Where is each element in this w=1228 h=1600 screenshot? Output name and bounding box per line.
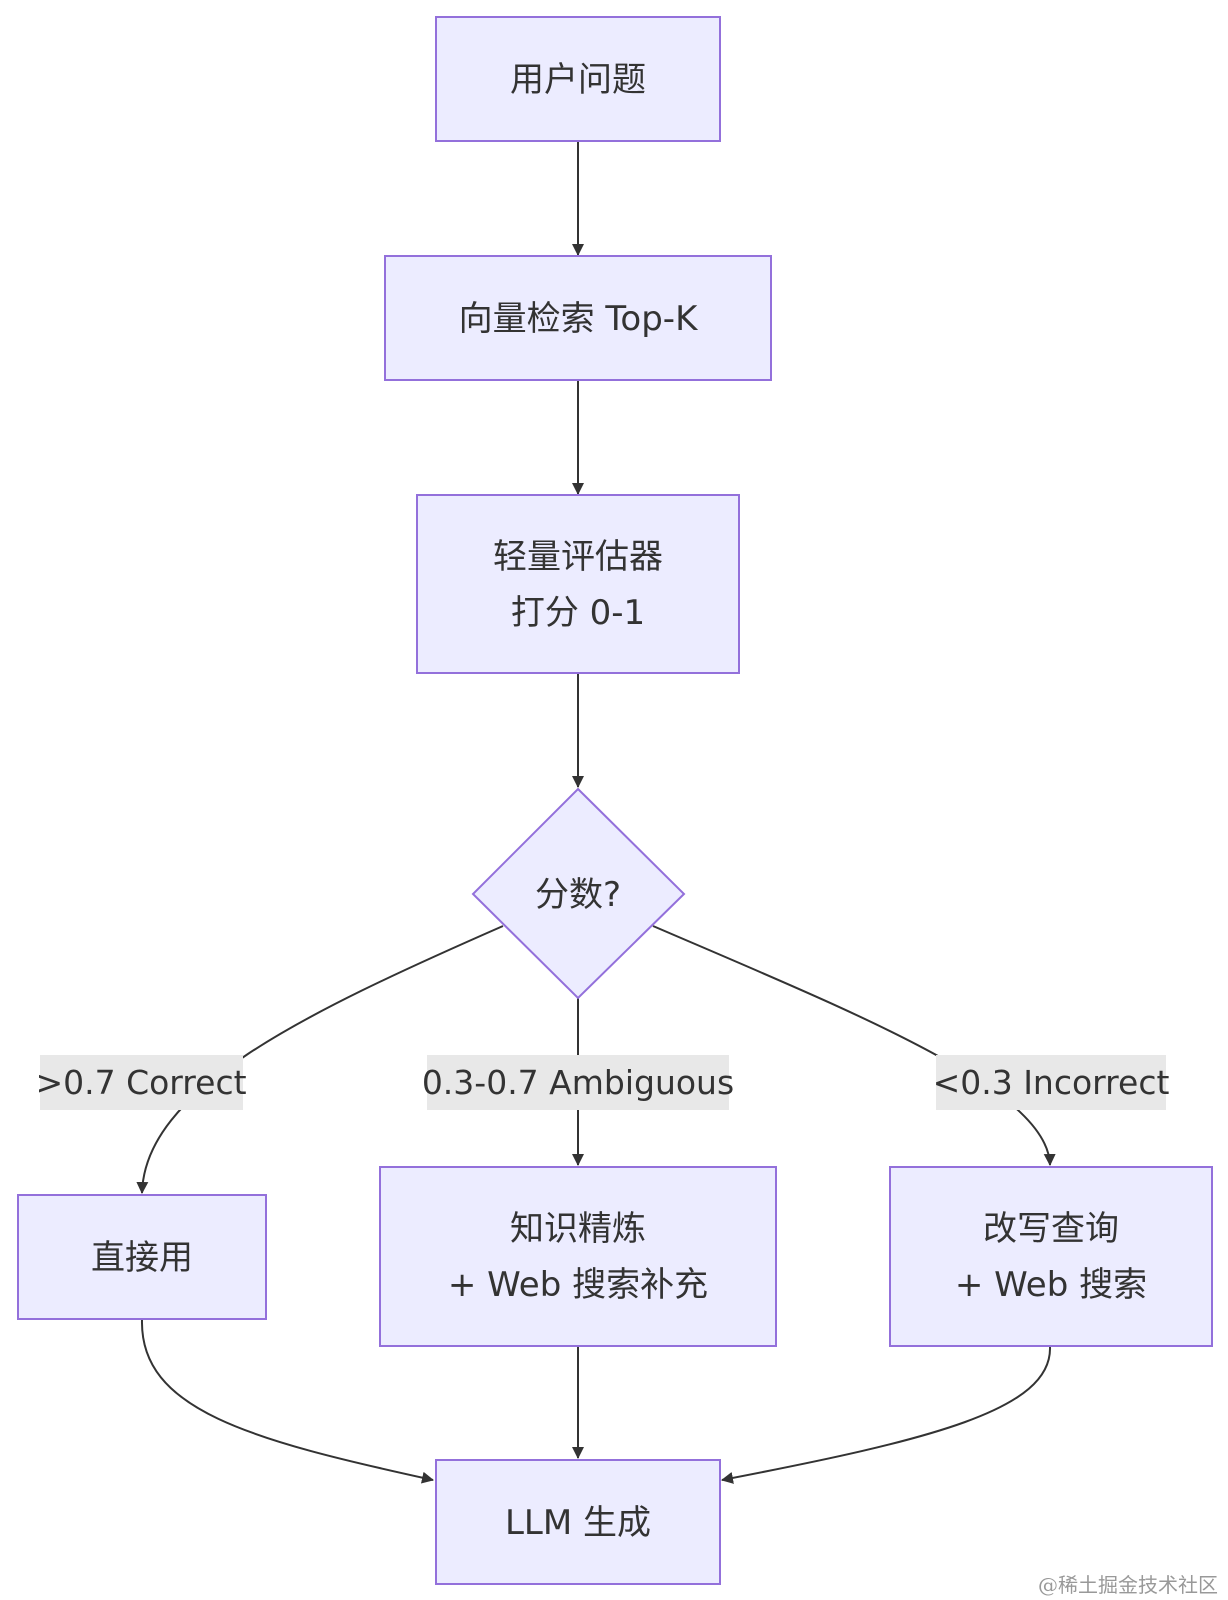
- edge-label-ambiguous: 0.3-0.7 Ambiguous: [422, 1055, 734, 1110]
- node-llm-label: LLM 生成: [505, 1503, 651, 1543]
- edge-label-correct-text: >0.7 Correct: [35, 1063, 246, 1102]
- edge-direct-to-llm: [140, 1319, 434, 1484]
- node-rewrite-line-1: 改写查询: [983, 1209, 1119, 1249]
- node-llm: LLM 生成: [435, 1459, 721, 1585]
- node-refine-line-1: 知识精炼: [510, 1209, 646, 1249]
- node-direct-label: 直接用: [91, 1238, 193, 1278]
- node-direct: 直接用: [17, 1194, 267, 1320]
- node-evaluator: 轻量评估器 打分 0-1: [416, 494, 740, 674]
- edge-label-ambiguous-text: 0.3-0.7 Ambiguous: [422, 1063, 734, 1102]
- node-question: 用户问题: [435, 16, 721, 142]
- edge-decision-to-direct: [136, 925, 504, 1194]
- edge-label-correct: >0.7 Correct: [35, 1055, 247, 1110]
- node-refine: 知识精炼 + Web 搜索补充: [379, 1166, 777, 1347]
- node-retrieve: 向量检索 Top-K: [384, 255, 772, 381]
- node-refine-line-2: + Web 搜索补充: [448, 1265, 708, 1305]
- node-decision-label: 分数?: [535, 875, 621, 915]
- edge-decision-to-rewrite: [652, 925, 1056, 1166]
- node-evaluator-line-1: 轻量评估器: [493, 537, 663, 577]
- node-rewrite: 改写查询 + Web 搜索: [889, 1166, 1213, 1347]
- edge-labels: >0.7 Correct 0.3-0.7 Ambiguous <0.3 Inco…: [35, 1055, 1169, 1110]
- node-rewrite-line-2: + Web 搜索: [955, 1265, 1147, 1305]
- edge-label-incorrect-text: <0.3 Incorrect: [933, 1063, 1170, 1102]
- node-retrieve-label: 向量检索 Top-K: [459, 299, 699, 339]
- edge-label-incorrect: <0.3 Incorrect: [933, 1055, 1170, 1110]
- edge-rewrite-to-llm: [721, 1346, 1052, 1484]
- node-evaluator-line-2: 打分 0-1: [511, 593, 645, 633]
- watermark-text: @稀土掘金技术社区: [1038, 1573, 1218, 1597]
- node-decision: 分数?: [471, 787, 686, 1000]
- node-question-label: 用户问题: [510, 60, 646, 100]
